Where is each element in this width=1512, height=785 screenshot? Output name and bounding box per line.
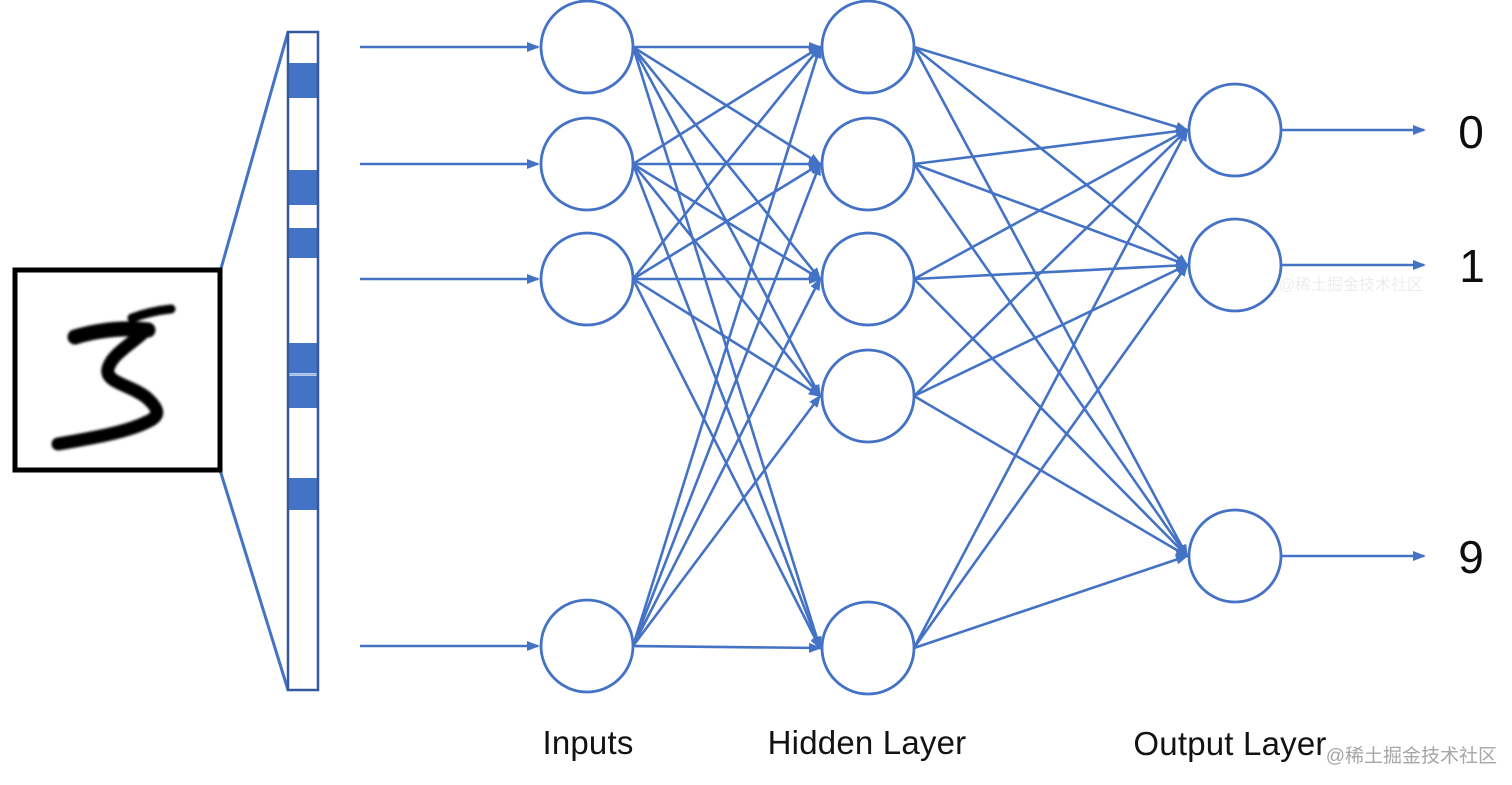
- hidden-node: [820, 0, 916, 95]
- layer-label-output: Output Layer: [1133, 725, 1327, 762]
- projection-line: [218, 31, 290, 273]
- edge-inputs-to-hidden: [632, 162, 822, 281]
- output-class-label-0: 0: [1458, 106, 1484, 158]
- edge-hidden-to-outputs: [913, 263, 1189, 398]
- edge-hidden-to-outputs: [913, 45, 1189, 132]
- input-node: [539, 598, 635, 694]
- pixel-strip-segment: [288, 478, 318, 510]
- output-class-label-1: 1: [1459, 240, 1485, 292]
- output-node: [1187, 508, 1283, 604]
- edge-inputs-to-hidden: [631, 277, 822, 647]
- pixel-strip-segment: [288, 170, 318, 205]
- input-node: [539, 116, 635, 212]
- edge-inputs-to-hidden: [632, 277, 822, 398]
- edge-hidden-to-outputs: [913, 260, 1189, 281]
- hidden-node: [820, 348, 916, 444]
- digit-image-box: [12, 267, 223, 473]
- layer-label-inputs: Inputs: [542, 724, 634, 761]
- edge-hidden-to-outputs: [912, 46, 1189, 558]
- edge-hidden-to-outputs: [913, 128, 1189, 281]
- hidden-node: [820, 116, 916, 212]
- digit-stroke: [127, 304, 176, 323]
- pixel-strip-border: [286, 30, 320, 692]
- handwritten-digit-5: [51, 304, 176, 451]
- watermark: @稀土掘金技术社区: [1325, 746, 1497, 767]
- edge-hidden-to-outputs: [912, 128, 1189, 649]
- edge-hidden-to-outputs: [913, 554, 1189, 650]
- edge-hidden-to-outputs: [913, 278, 1189, 558]
- edge-hidden-to-outputs: [913, 128, 1189, 397]
- edge-inputs-to-hidden: [632, 45, 822, 166]
- edge-inputs-to-hidden: [632, 642, 822, 653]
- edge-inputs-to-hidden: [631, 394, 822, 647]
- edge-inputs-to-hidden: [631, 162, 822, 647]
- hidden-node: [820, 600, 916, 696]
- layer-label-hidden: Hidden Layer: [767, 724, 967, 761]
- edge-hidden-to-outputs: [913, 394, 1189, 558]
- pixel-strip-segment: [288, 343, 318, 373]
- edge-inputs-to-hidden: [631, 45, 822, 280]
- pixel-strip-segment: [288, 376, 318, 408]
- hidden-node: [820, 231, 916, 327]
- edge-hidden-to-outputs: [913, 45, 1189, 267]
- edge-hidden-to-outputs: [912, 263, 1189, 649]
- watermark-ghost: @稀土掘金技术社区: [1278, 277, 1423, 294]
- projection-line: [218, 469, 290, 691]
- output-node: [1187, 82, 1283, 178]
- pixel-strip-segment: [288, 228, 318, 258]
- edge-hidden-to-outputs: [912, 163, 1189, 558]
- edge-hidden-to-outputs: [913, 126, 1189, 166]
- pixel-strip-segment: [288, 63, 318, 98]
- input-node: [539, 231, 635, 327]
- digit-stroke: [51, 326, 164, 451]
- output-node: [1187, 217, 1283, 313]
- edge-inputs-to-hidden: [631, 45, 822, 647]
- output-class-label-9: 9: [1458, 531, 1484, 583]
- edge-hidden-to-outputs: [913, 162, 1189, 267]
- input-node: [539, 0, 635, 95]
